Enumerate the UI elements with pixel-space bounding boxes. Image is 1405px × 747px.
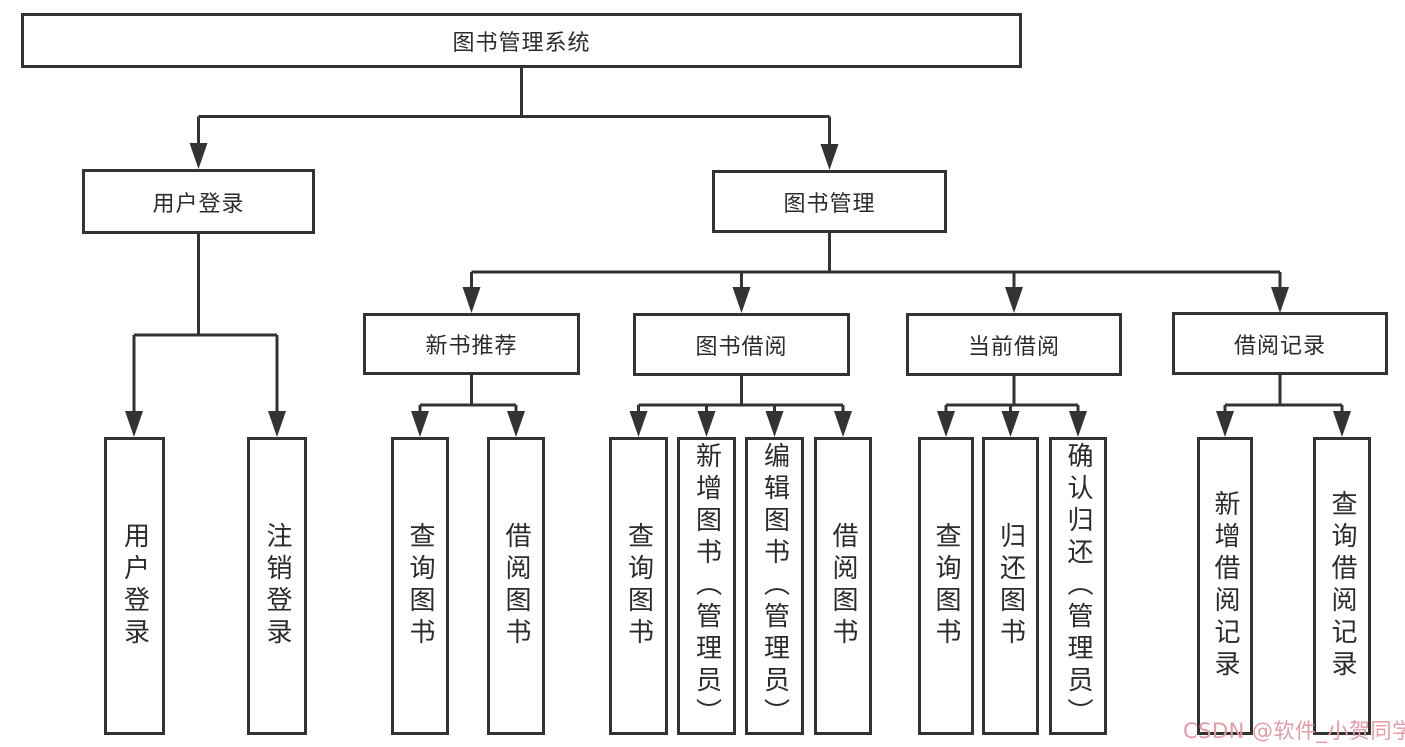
leaf-confirm-return-admin: 确认归还（管理员） (1049, 437, 1107, 735)
node-book-mgmt: 图书管理 (712, 170, 947, 233)
node-root: 图书管理系统 (21, 13, 1022, 68)
leaf-add-borrow-record: 新增借阅记录 (1197, 437, 1253, 735)
leaf-label: 查询图书 (623, 522, 654, 650)
csdn-watermark: CSDN @软件_小贺同学 (1183, 719, 1405, 743)
node-current-borrow: 当前借阅 (906, 313, 1122, 376)
leaf-label: 查询借阅记录 (1327, 490, 1357, 682)
leaf-label: 注销登录 (262, 522, 292, 650)
leaf-borrow-books-2: 借阅图书 (814, 437, 872, 735)
leaf-label: 新增图书（管理员） (691, 442, 722, 730)
leaf-label: 编辑图书（管理员） (759, 442, 790, 730)
leaf-query-books-3: 查询图书 (918, 437, 974, 735)
leaf-label: 确认归还（管理员） (1063, 442, 1093, 730)
leaf-add-books-admin: 新增图书（管理员） (677, 437, 736, 735)
leaf-query-books-2: 查询图书 (609, 437, 668, 735)
leaf-label: 用户登录 (119, 522, 150, 650)
arrowheads (125, 143, 1351, 437)
node-borrow-records: 借阅记录 (1172, 312, 1388, 375)
node-book-borrow: 图书借阅 (633, 313, 850, 376)
leaf-return-books: 归还图书 (982, 437, 1039, 735)
leaf-query-books-1: 查询图书 (391, 437, 449, 735)
node-user-login: 用户登录 (82, 169, 315, 234)
leaf-label: 查询图书 (405, 522, 435, 650)
leaf-user-login: 用户登录 (104, 437, 165, 735)
leaf-label: 借阅图书 (501, 522, 531, 650)
leaf-label: 查询图书 (931, 522, 961, 650)
leaf-logout: 注销登录 (247, 437, 307, 735)
leaf-label: 归还图书 (995, 522, 1026, 650)
leaf-query-borrow-record: 查询借阅记录 (1313, 437, 1371, 735)
leaf-label: 新增借阅记录 (1210, 490, 1240, 682)
leaf-label: 借阅图书 (828, 522, 858, 650)
leaf-edit-books-admin: 编辑图书（管理员） (745, 437, 804, 735)
leaf-borrow-books-1: 借阅图书 (487, 437, 545, 735)
node-new-book-rec: 新书推荐 (363, 313, 580, 375)
